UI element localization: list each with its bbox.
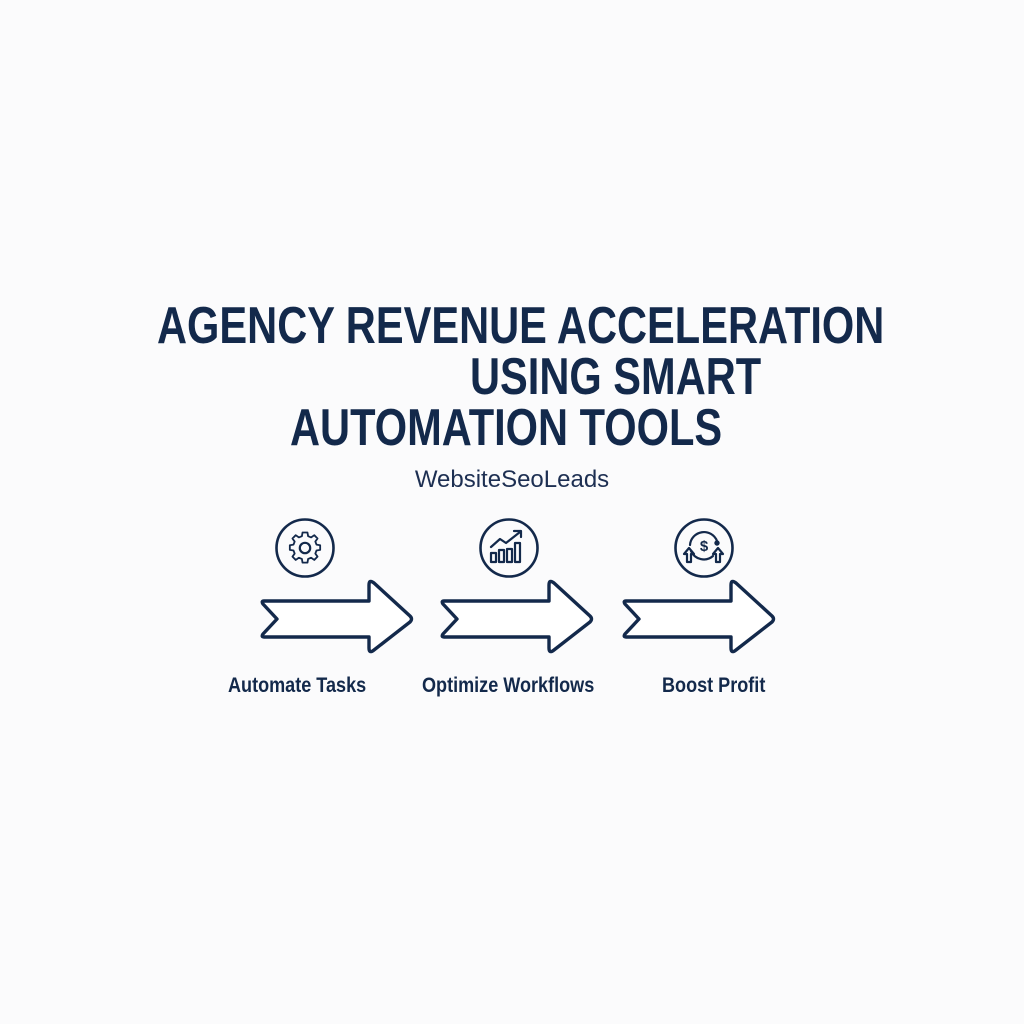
step-label: Boost Profit <box>662 674 766 697</box>
headline-line-1: AGENCY REVENUE ACCELERATION <box>157 297 885 355</box>
gear-icon <box>275 518 335 578</box>
step-label: Optimize Workflows <box>422 674 595 697</box>
arrow-right-icon <box>622 579 776 654</box>
growth-chart-icon <box>479 518 539 578</box>
headline-line-3: AUTOMATION TOOLS <box>290 399 723 457</box>
arrow-right-icon <box>260 579 414 654</box>
svg-text:$: $ <box>700 538 709 555</box>
step-label: Automate Tasks <box>228 674 367 697</box>
dollar-cycle-icon: $ <box>674 518 734 578</box>
arrow-right-icon <box>440 579 594 654</box>
headline-line-2: USING SMART <box>470 348 762 406</box>
brand-name: WebsiteSeoLeads <box>414 466 610 493</box>
